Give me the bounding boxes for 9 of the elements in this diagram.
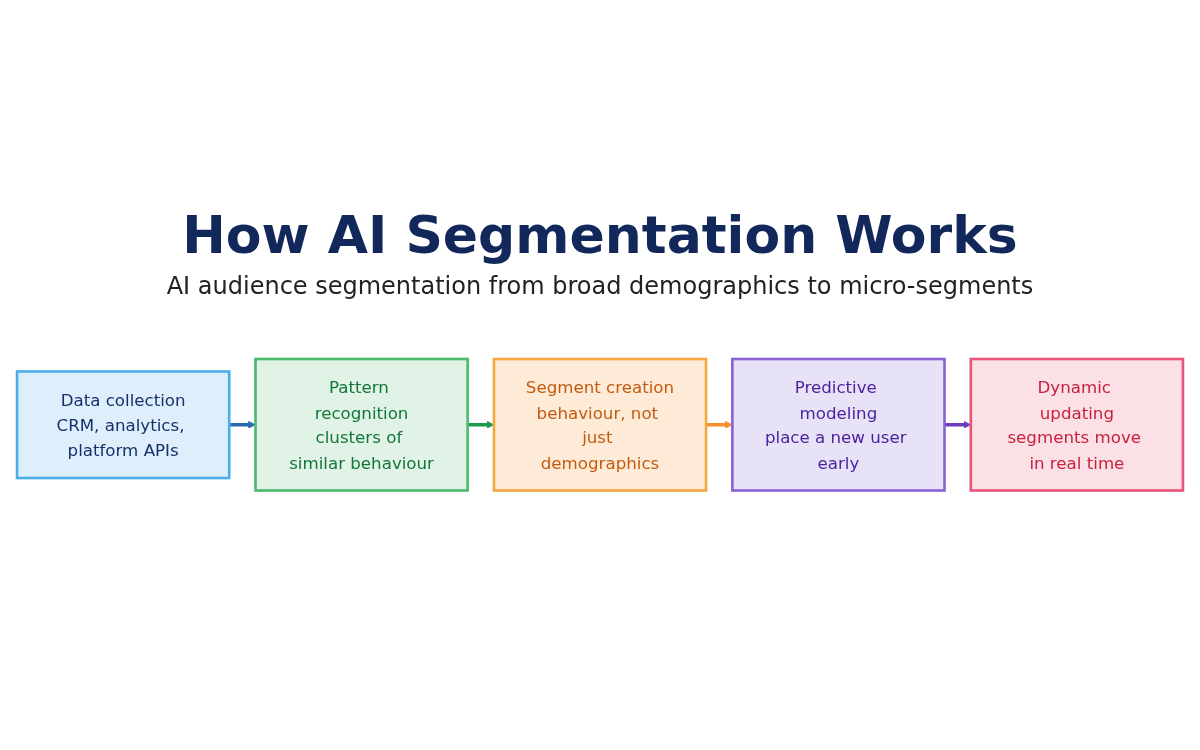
subtitle: AI audience segmentation from broad demographics to micro-segments	[166, 272, 1034, 300]
node-box: Segment creation behaviour, not just demographics	[492, 357, 708, 493]
title: How AI Segmentation Works	[182, 205, 1018, 265]
node-box: Dynamic updating segments move in real time	[969, 357, 1185, 493]
arrow	[706, 421, 733, 429]
arrow	[229, 421, 256, 429]
node-box: Predictive modeling place a new user early	[731, 357, 946, 493]
node-box: Pattern recognition clusters of similar behaviour	[254, 357, 469, 493]
node-box: Data collection CRM, analytics, platform APIs	[15, 370, 231, 480]
